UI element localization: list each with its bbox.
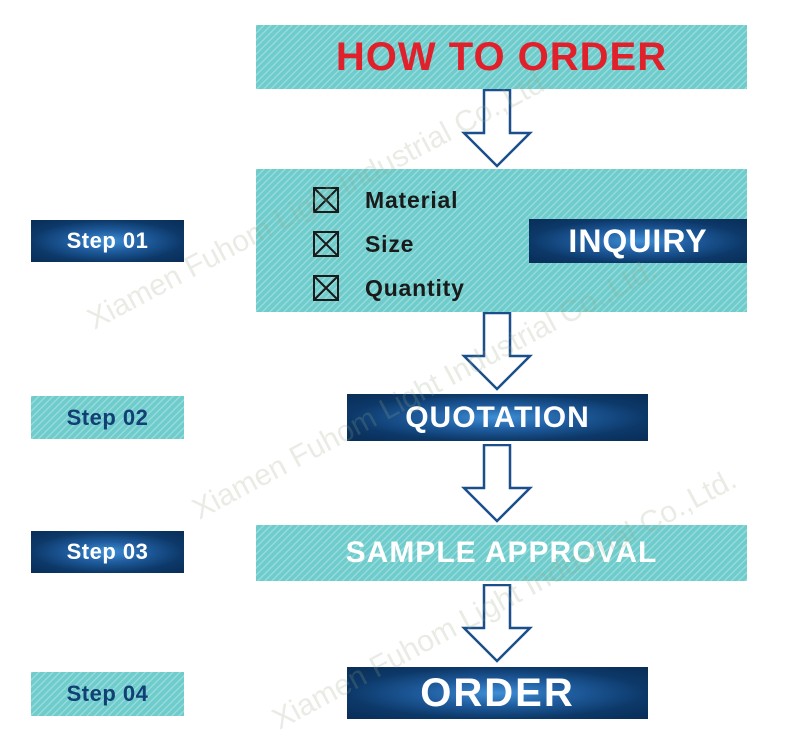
checklist-item-quantity: Quantity (313, 273, 465, 303)
checklist-label: Quantity (365, 274, 465, 301)
stage-order: ORDER (347, 667, 648, 719)
crossed-checkbox-icon (313, 275, 339, 301)
stage-label: ORDER (420, 670, 575, 715)
step-label: Step 04 (66, 681, 149, 706)
step-04-badge: Step 04 (31, 672, 184, 716)
arrow-down-icon (460, 89, 534, 168)
crossed-checkbox-icon (313, 231, 339, 257)
checklist-item-size: Size (313, 229, 465, 259)
step-label: Step 02 (66, 404, 149, 430)
step-label: Step 01 (66, 228, 149, 253)
arrow-down-icon (460, 584, 534, 663)
inquiry-checklist: Material Size Quantity (313, 185, 465, 303)
step-02-badge: Step 02 (31, 396, 184, 439)
stage-inquiry: INQUIRY (529, 219, 747, 263)
stage-quotation: QUOTATION (347, 394, 648, 441)
arrow-down-icon (460, 312, 534, 391)
title-banner: HOW TO ORDER (256, 25, 747, 89)
stage-sample-approval: SAMPLE APPROVAL (256, 525, 747, 581)
stage-label: INQUIRY (568, 222, 708, 259)
checklist-label: Size (365, 230, 415, 257)
step-01-badge: Step 01 (31, 220, 184, 262)
crossed-checkbox-icon (313, 187, 339, 213)
arrow-down-icon (460, 444, 534, 523)
stage-label: QUOTATION (405, 400, 590, 434)
page-title: HOW TO ORDER (335, 34, 668, 79)
step-label: Step 03 (66, 539, 149, 564)
checklist-label: Material (365, 186, 459, 213)
checklist-item-material: Material (313, 185, 465, 215)
inquiry-box: Material Size Quantity INQUIRY (256, 169, 747, 312)
step-03-badge: Step 03 (31, 531, 184, 573)
stage-label: SAMPLE APPROVAL (345, 536, 658, 569)
